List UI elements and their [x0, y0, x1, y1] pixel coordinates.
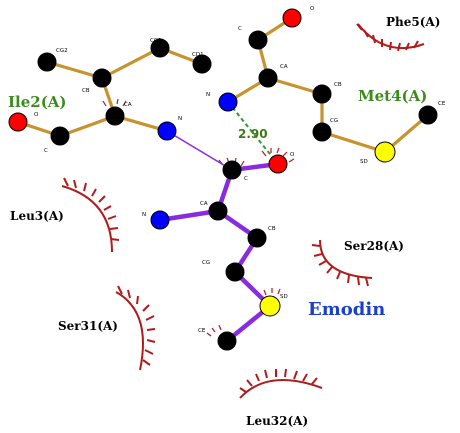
- hydrophobic-contact-ser31: [115, 285, 156, 371]
- hydrophobic-contact-leu3: [61, 177, 120, 253]
- residue-label-ser31: Ser31(A): [58, 319, 118, 333]
- atom-ile2-o: [8, 112, 28, 132]
- atom-lig-n: [150, 210, 170, 230]
- svg-text:N: N: [206, 92, 210, 98]
- svg-text:CE: CE: [198, 328, 206, 334]
- residue-label-leu32: Leu32(A): [246, 414, 308, 428]
- svg-text:CE: CE: [438, 101, 446, 107]
- atom-ile2-c: [50, 126, 70, 146]
- atom-lig-o: [268, 154, 288, 174]
- svg-text:CB: CB: [268, 226, 276, 232]
- svg-text:O: O: [290, 152, 295, 158]
- residue-label-ser28: Ser28(A): [344, 239, 404, 253]
- atom-met4-cb: [312, 84, 332, 104]
- svg-text:CB: CB: [334, 82, 342, 88]
- atom-ile2-cg1: [150, 38, 170, 58]
- atom-met4-ca: [258, 68, 278, 88]
- svg-text:CA: CA: [124, 102, 132, 108]
- atom-met4-n: [218, 92, 238, 112]
- atom-ile2-n: [157, 121, 177, 141]
- hydrophobic-contact-leu32: [239, 368, 323, 399]
- atom-met4-o: [282, 8, 302, 28]
- atom-lig-sd: [259, 295, 281, 317]
- svg-text:SD: SD: [360, 159, 368, 165]
- svg-text:O: O: [310, 6, 315, 12]
- svg-text:C: C: [44, 148, 48, 154]
- atom-lig-ca: [208, 201, 228, 221]
- residue-label-phe5: Phe5(A): [386, 15, 440, 29]
- svg-text:SD: SD: [280, 294, 288, 300]
- svg-text:CG: CG: [202, 260, 210, 266]
- atom-met4-c: [248, 30, 268, 50]
- ligand-label: Emodin: [308, 299, 385, 320]
- svg-text:N: N: [142, 212, 146, 218]
- svg-text:CB: CB: [82, 88, 90, 94]
- svg-text:N: N: [178, 116, 182, 122]
- protein-bonds: [16, 16, 430, 154]
- svg-text:CA: CA: [280, 64, 288, 70]
- svg-text:C: C: [244, 176, 248, 182]
- atom-met4-sd: [374, 141, 396, 163]
- hydrophobic-contact-ser28: [311, 239, 373, 287]
- svg-text:C: C: [238, 26, 242, 32]
- svg-text:CG1: CG1: [150, 38, 162, 44]
- residue-label-ile2: Ile2(A): [8, 93, 67, 111]
- residue-label-leu3: Leu3(A): [10, 209, 64, 223]
- atom-ile2-ca: [105, 106, 125, 126]
- svg-text:O: O: [34, 112, 39, 118]
- atom-ile2-cg2: [37, 52, 57, 72]
- hydrogen-bond: [227, 101, 279, 165]
- atom-lig-cg: [225, 262, 245, 282]
- svg-text:CA: CA: [200, 201, 208, 207]
- hbond-distance-label: 2.90: [238, 127, 268, 141]
- svg-text:CG2: CG2: [56, 48, 68, 54]
- svg-text:CG: CG: [330, 118, 338, 124]
- atom-ile2-cd1: [192, 54, 212, 74]
- atom-lig-ce: [217, 331, 237, 351]
- atom-lig-c: [222, 160, 242, 180]
- atom-lig-cb: [247, 228, 267, 248]
- hydrophobic-contact-phe5: [356, 23, 425, 52]
- atom-met4-ce: [418, 105, 438, 125]
- atoms: [8, 8, 438, 351]
- atom-labels: O C CA N CB CG SD CE CG2 CG1 CD1 CB CA O…: [34, 6, 446, 334]
- atom-ile2-cb: [92, 68, 112, 88]
- residue-label-met4: Met4(A): [358, 87, 427, 105]
- atom-met4-cg: [312, 122, 332, 142]
- svg-text:CD1: CD1: [192, 52, 204, 58]
